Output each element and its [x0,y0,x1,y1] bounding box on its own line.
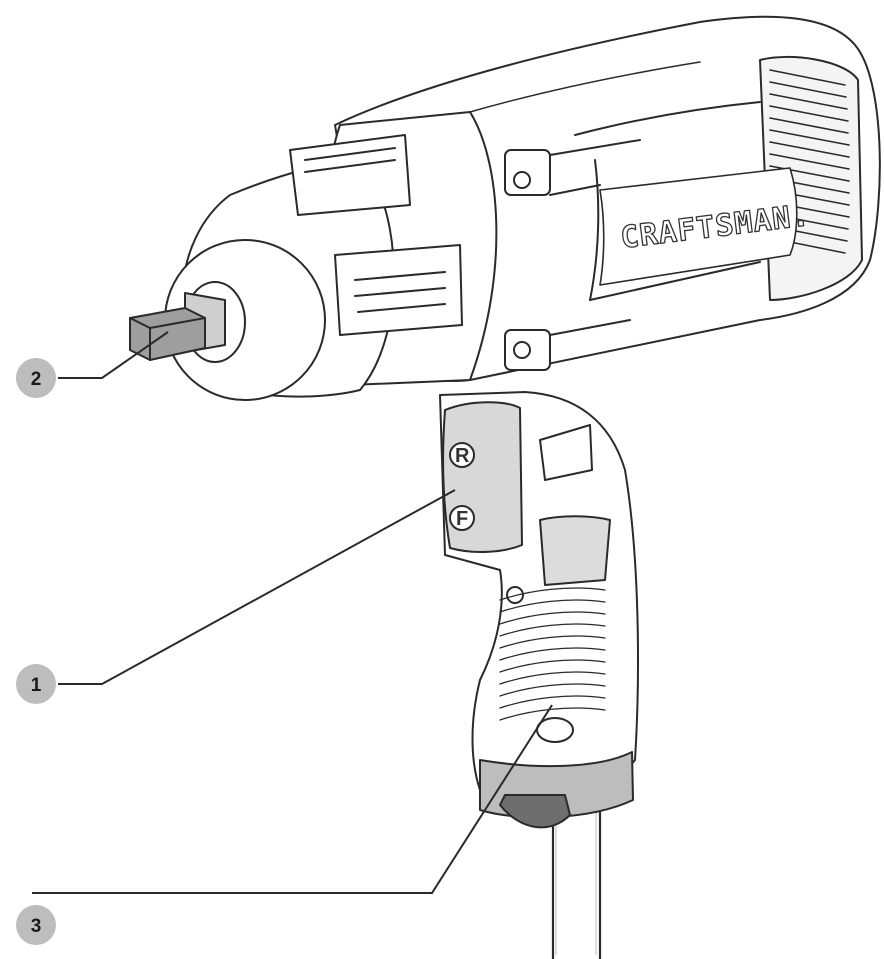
reverse-label: R [455,445,470,467]
brand-panel: CRAFTSMAN. [599,167,813,286]
callout-2-label: 2 [31,369,42,390]
square-anvil [129,292,226,361]
callout-3: 3 [16,905,56,945]
callout-3-label: 3 [31,916,42,937]
housing-clamps [504,139,641,371]
callout-2: 2 [16,358,56,398]
callout-1: 1 [16,664,56,704]
leader-line-3 [32,704,553,894]
leader-line-2 [58,331,169,379]
power-cord [551,798,602,959]
forward-label: F [456,508,468,530]
leader-line-1 [58,489,456,685]
gear-case [164,111,498,401]
forward-reverse-switch [442,401,523,553]
callout-1-label: 1 [31,675,42,696]
